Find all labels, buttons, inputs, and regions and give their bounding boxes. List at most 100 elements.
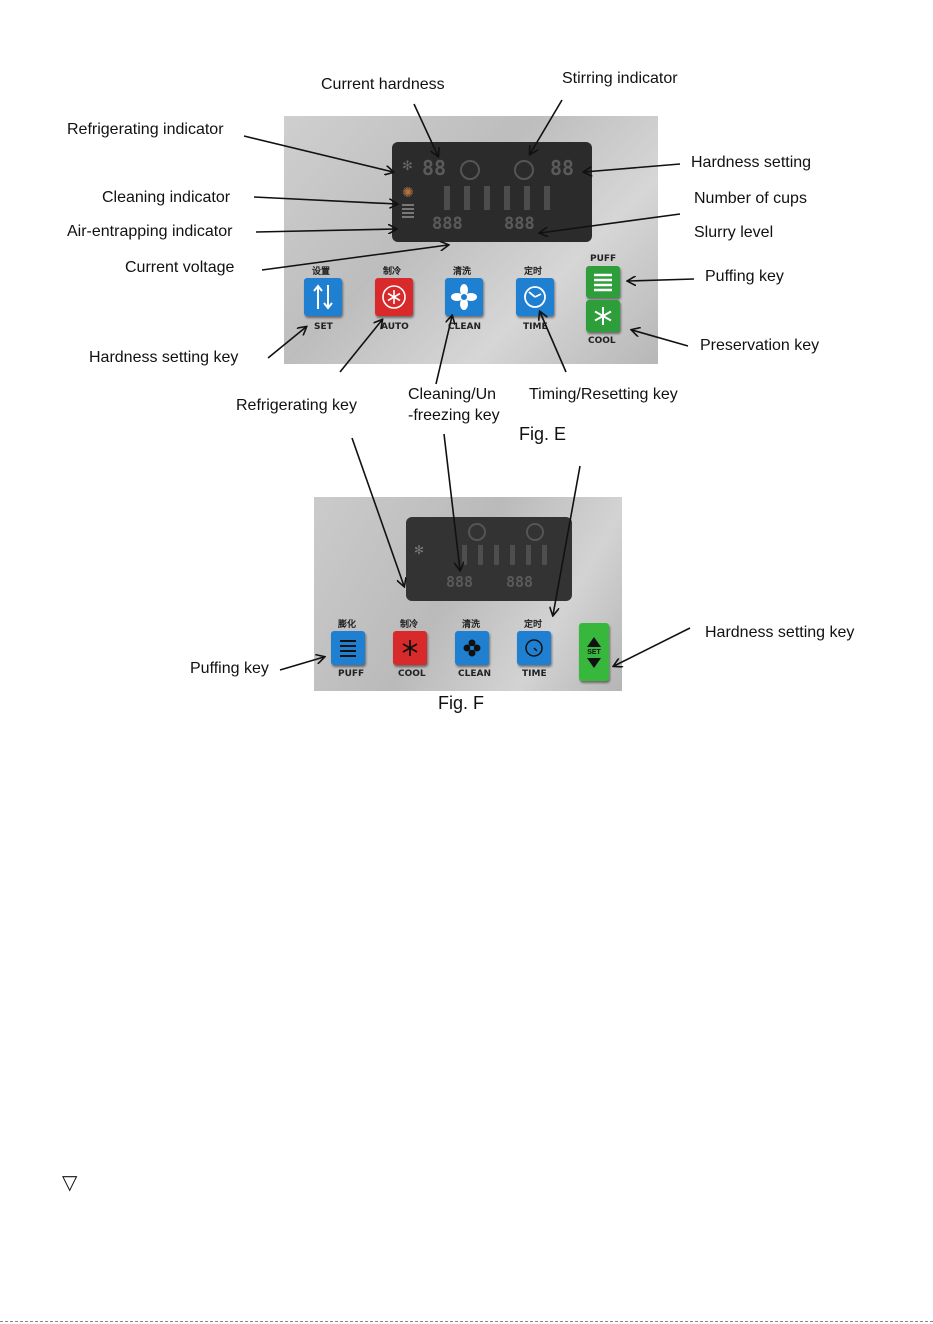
fan-icon: ✺ xyxy=(402,184,414,200)
label-current-voltage: Current voltage xyxy=(125,259,235,276)
label-hardness-setting: Hardness setting xyxy=(691,154,812,171)
lines-icon xyxy=(340,640,356,657)
label-refrigerating-key: Refrigerating key xyxy=(236,397,357,414)
puffing-button[interactable] xyxy=(331,631,365,665)
fig-f-lcd-display: ✻ 888 888 xyxy=(406,517,572,601)
snowflake-icon xyxy=(594,307,612,325)
refrigerating-button[interactable] xyxy=(393,631,427,665)
key-puff-top: 膨化 xyxy=(338,620,357,630)
key-time-top: 定时 xyxy=(524,620,543,630)
key-cool-bottom: COOL xyxy=(398,669,426,679)
arrow-preservation-key xyxy=(632,330,689,347)
clock-icon xyxy=(524,286,546,308)
label-refrigerating-indicator: Refrigerating indicator xyxy=(67,121,224,139)
label-slurry-level: Slurry level xyxy=(694,224,774,241)
lcd-voltage: 888 xyxy=(432,214,463,234)
key-auto-bottom: AUTO xyxy=(381,322,409,332)
lcd-digits: 888 xyxy=(446,573,474,591)
arrow-timing-key xyxy=(540,312,567,373)
arrow-hardness-setting-key-f xyxy=(614,627,691,666)
label-hardness-setting-key-f: Hardness setting key xyxy=(705,624,855,641)
cleaning-button[interactable] xyxy=(455,631,489,665)
snowflake-icon: ✻ xyxy=(402,158,413,173)
footer-triangle: ▽ xyxy=(62,1172,78,1194)
key-clean-bottom: CLEAN xyxy=(458,669,491,679)
stir-icon-left xyxy=(468,523,486,541)
arrow-refrigerating-to-f xyxy=(351,437,404,586)
snowflake-icon xyxy=(402,640,418,656)
refrigerating-button[interactable] xyxy=(375,278,413,316)
key-set-top: 设置 xyxy=(312,267,331,277)
label-preservation-key: Preservation key xyxy=(700,337,820,354)
timing-button[interactable] xyxy=(517,631,551,665)
label-current-hardness: Current hardness xyxy=(321,76,445,93)
key-time-bottom: TIME xyxy=(522,669,547,679)
key-time-bottom: TIME xyxy=(523,322,548,332)
snowflake-cycle-icon xyxy=(382,285,406,309)
arrow-puffing-key-f xyxy=(279,657,324,671)
arrow-hardness-setting-key xyxy=(267,327,306,359)
lcd-hardness-setting: 88 xyxy=(550,156,575,180)
hardness-setting-button[interactable]: SET xyxy=(579,623,609,681)
lcd-current-hardness: 88 xyxy=(422,156,447,180)
up-down-arrows-icon xyxy=(313,284,333,310)
cup-icons xyxy=(444,186,554,210)
flower-icon xyxy=(463,639,481,657)
label-puffing-key: Puffing key xyxy=(705,268,784,285)
label-refrigerating-indicator-text: Refrigerating indicator xyxy=(67,121,224,138)
fig-f-caption: Fig. F xyxy=(438,693,485,713)
lines-icon xyxy=(594,273,612,292)
snowflake-icon: ✻ xyxy=(414,543,425,557)
fan-icon xyxy=(451,284,477,310)
key-clean-top: 清洗 xyxy=(453,267,472,277)
page-bottom-rule xyxy=(0,1321,933,1322)
arrow-timing-to-f xyxy=(553,465,581,615)
arrow-current-voltage xyxy=(261,245,448,271)
label-number-of-cups: Number of cups xyxy=(694,190,807,207)
lcd-digits-right: 888 xyxy=(506,573,534,591)
puffing-button[interactable] xyxy=(586,266,620,298)
hardness-setting-button[interactable] xyxy=(304,278,342,316)
cool-label: COOL xyxy=(588,336,616,346)
stir-icon-right xyxy=(526,523,544,541)
up-arrow-icon xyxy=(587,636,601,647)
key-auto-top: 制冷 xyxy=(383,267,402,277)
puff-label: PUFF xyxy=(590,254,617,264)
arrow-refrigerating-indicator xyxy=(243,135,393,172)
key-time-top: 定时 xyxy=(524,267,543,277)
key-puff-bottom: PUFF xyxy=(338,669,365,679)
label-cleaning-indicator: Cleaning indicator xyxy=(102,189,231,206)
lcd-cups: 888 xyxy=(504,214,535,234)
stir-icon-left xyxy=(460,160,480,180)
arrow-cleaning-indicator xyxy=(253,196,397,204)
arrow-cleaning-to-f xyxy=(443,433,460,570)
key-set-bottom: SET xyxy=(314,322,333,332)
label-cleaning-unfreezing-key-2: -freezing key xyxy=(408,407,500,424)
cup-icons xyxy=(462,545,552,565)
arrow-number-of-cups xyxy=(540,213,681,233)
cleaning-button[interactable] xyxy=(445,278,483,316)
label-puffing-key-f: Puffing key xyxy=(190,660,269,677)
arrow-cleaning-key xyxy=(435,316,452,385)
label-stirring-indicator: Stirring indicator xyxy=(562,70,678,87)
stir-icon-right xyxy=(514,160,534,180)
fig-e-panel-photo: ✻ ✺ 88 88 888 888 设置 SET 制冷 AUTO 清洗 CLEA… xyxy=(284,116,658,364)
down-arrow-icon xyxy=(587,657,601,668)
label-cleaning-unfreezing-key-1: Cleaning/Un xyxy=(408,386,497,403)
key-clean-bottom: CLEAN xyxy=(448,322,481,332)
arrow-refrigerating-key xyxy=(339,320,382,373)
bars-icon xyxy=(402,204,414,218)
key-clean-top: 清洗 xyxy=(462,620,481,630)
clock-icon xyxy=(525,639,543,657)
fig-f-panel-photo: ✻ 888 888 膨化 PUFF 制冷 COOL 清洗 CLEAN 定时 TI… xyxy=(314,497,622,691)
fig-e-caption: Fig. E xyxy=(519,424,567,444)
key-cool-top: 制冷 xyxy=(400,620,419,630)
label-hardness-setting-key: Hardness setting key xyxy=(89,349,239,366)
arrow-hardness-setting xyxy=(584,163,681,172)
fig-e-lcd-display: ✻ ✺ 88 88 888 888 xyxy=(392,142,592,242)
preservation-button[interactable] xyxy=(586,300,620,332)
arrow-stirring-indicator xyxy=(530,99,563,154)
arrow-puffing-key xyxy=(628,279,695,281)
set-label: SET xyxy=(587,648,601,656)
